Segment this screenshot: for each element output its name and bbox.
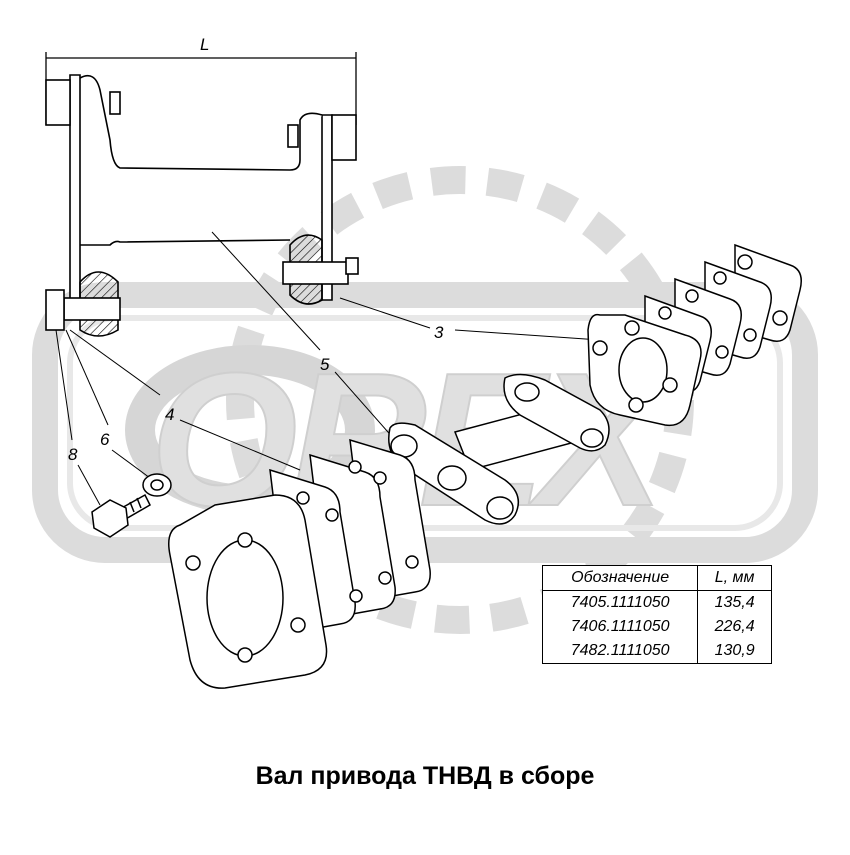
table-row: 7482.1111050 130,9 <box>541 639 772 664</box>
flange-plates-right <box>587 243 802 427</box>
table-header-row: Обозначение L, мм <box>541 565 772 591</box>
dimension-l-label: L <box>200 35 209 54</box>
column-header-designation: Обозначение <box>541 565 699 591</box>
shaft-assembly <box>45 74 359 337</box>
table-cell-length: 135,4 <box>697 590 772 615</box>
spec-table: Обозначение L, мм 7405.1111050 135,4 740… <box>541 565 772 664</box>
flange-plates-left <box>168 438 431 689</box>
drive-shaft <box>388 373 610 525</box>
column-header-length: L, мм <box>697 565 772 591</box>
table-row: 7405.1111050 135,4 <box>541 590 772 615</box>
leader-lines <box>55 231 601 506</box>
callout-4: 4 <box>165 405 174 424</box>
callout-8: 8 <box>68 445 78 464</box>
callout-3: 3 <box>434 323 444 342</box>
table-cell-designation: 7482.1111050 <box>541 639 699 664</box>
table-cell-length: 226,4 <box>697 615 772 639</box>
bolt <box>91 493 151 538</box>
diagram-caption: Вал привода ТНВД в сборе <box>255 762 595 790</box>
callout-6: 6 <box>100 430 110 449</box>
table-cell-designation: 7405.1111050 <box>541 590 699 615</box>
callout-5: 5 <box>320 355 330 374</box>
table-cell-designation: 7406.1111050 <box>541 615 699 639</box>
washer <box>142 473 172 497</box>
table-row: 7406.1111050 226,4 <box>541 615 772 639</box>
table-cell-length: 130,9 <box>697 639 772 664</box>
